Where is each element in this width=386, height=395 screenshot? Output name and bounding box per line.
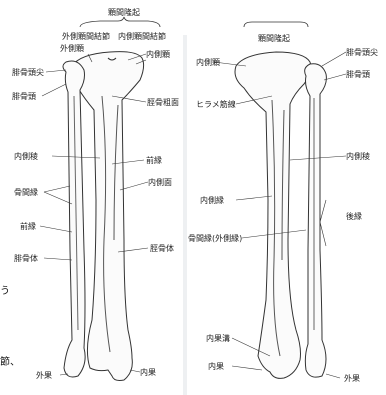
label-medial-malleolus-back: 内果: [208, 362, 224, 371]
label-anterior-border-fibula: 前縁: [20, 222, 36, 231]
label-fibula-head-apex-back: 腓骨頭尖: [346, 48, 378, 57]
page-divider: [183, 35, 187, 395]
label-anterior-border-tibia: 前縁: [146, 156, 162, 165]
label-fibula-head-apex: 腓骨頭尖: [12, 68, 44, 77]
label-fibula-head-front: 腓骨頭: [12, 92, 36, 101]
label-lateral-intercondylar-tubercle: 外側顆間結節: [62, 32, 110, 41]
label-soleal-line: ヒラメ筋線: [196, 100, 236, 109]
label-medial-crest-front: 内側稜: [14, 152, 38, 161]
label-intercondylar-eminence-back: 顆間隆起: [258, 34, 290, 43]
label-medial-condyle-back: 内側顆: [196, 58, 220, 67]
label-tibia-body: 脛骨体: [150, 244, 174, 253]
label-lateral-malleolus-front: 外果: [36, 371, 52, 380]
label-medial-surface: 内側面: [148, 178, 172, 187]
label-lateral-condyle: 外側顆: [60, 44, 84, 53]
label-fibula-body: 腓骨体: [14, 254, 38, 263]
edge-text-fragment: う: [0, 286, 10, 297]
label-interosseous-border: 骨間縁: [14, 188, 38, 197]
label-fibula-head-back: 腓骨頭: [346, 70, 370, 79]
label-medial-crest-back: 内側稜: [346, 152, 370, 161]
label-medial-border-back: 内側縁: [200, 196, 224, 205]
label-malleolar-groove: 内果溝: [206, 334, 230, 343]
label-medial-malleolus-front: 内果: [140, 368, 156, 377]
edge-text-fragment: 節、: [0, 357, 20, 368]
label-posterior-border: 後縁: [346, 212, 362, 221]
label-medial-condyle-front: 内側顆: [146, 50, 170, 59]
label-interosseous-border-back: 骨間縁(外側縁): [188, 234, 242, 243]
label-intercondylar-eminence: 顆間隆起: [108, 8, 140, 17]
label-lateral-malleolus-back: 外果: [344, 374, 360, 383]
label-medial-intercondylar-tubercle: 内側顆間結節: [118, 32, 166, 41]
label-tibial-tuberosity: 脛骨粗面: [147, 98, 179, 107]
